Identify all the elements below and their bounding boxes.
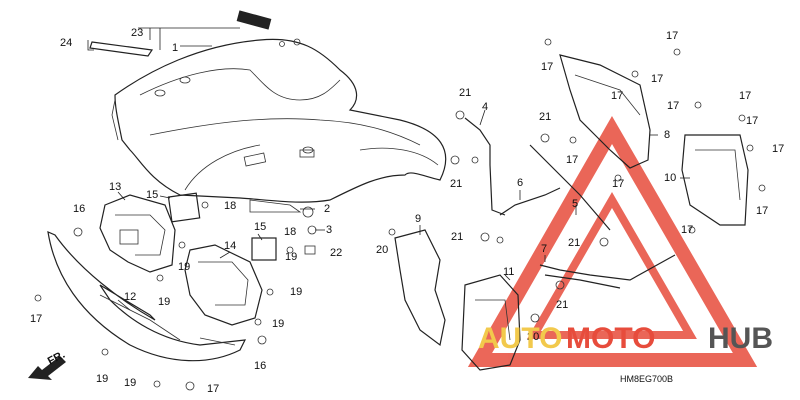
callout-9: 9	[415, 213, 421, 225]
callout-15b: 15	[254, 221, 266, 233]
callout-17e: 17	[666, 30, 678, 42]
diagram-code: HM8EG700B	[620, 374, 673, 384]
callout-19b: 19	[178, 261, 190, 273]
callout-1: 1	[172, 42, 178, 54]
callout-19g: 19	[124, 377, 136, 389]
callout-23: 23	[131, 27, 143, 39]
callout-21e: 21	[568, 237, 580, 249]
watermark-hub: HUB	[708, 322, 773, 355]
callout-19d: 19	[290, 286, 302, 298]
callout-17j: 17	[746, 115, 758, 127]
callout-labels: 1 23 24 2 3 22 13 15 18 16 14 15 18 19 1…	[30, 27, 784, 395]
leader-lines	[117, 45, 690, 311]
callout-20a: 20	[376, 244, 388, 256]
front-arrow-icon: FR.	[28, 349, 67, 380]
callout-7: 7	[541, 243, 547, 255]
fasteners	[34, 38, 766, 391]
callout-19f: 19	[96, 373, 108, 385]
callout-17f: 17	[651, 73, 663, 85]
callout-17l: 17	[756, 205, 768, 217]
callout-16b: 16	[254, 360, 266, 372]
emblem-decal	[236, 10, 272, 30]
callout-17k: 17	[772, 143, 784, 155]
callout-6: 6	[517, 177, 523, 189]
callout-11: 11	[503, 266, 514, 278]
side-bracket-9	[394, 229, 446, 347]
callout-22: 22	[330, 247, 342, 259]
side-bracket-11	[461, 274, 521, 371]
callout-17d: 17	[541, 61, 553, 73]
callout-18a: 18	[224, 200, 236, 212]
watermark-triangle-icon	[467, 115, 758, 367]
callout-17m: 17	[681, 224, 693, 236]
callout-17i: 17	[739, 90, 751, 102]
front-fender-outline	[111, 38, 447, 213]
callout-13: 13	[109, 181, 121, 193]
callout-17c: 17	[566, 154, 578, 166]
panel-10	[681, 134, 749, 226]
pad-15	[167, 192, 277, 261]
callout-8: 8	[664, 129, 670, 141]
front-bracket-14	[184, 244, 263, 326]
callout-17g: 17	[611, 90, 623, 102]
callout-20b: 20	[527, 331, 539, 343]
callout-18b: 18	[284, 226, 296, 238]
callout-17h: 17	[667, 100, 679, 112]
callout-17a: 17	[30, 313, 42, 325]
callout-10: 10	[664, 172, 676, 184]
lower-bumper-12	[47, 231, 247, 362]
callout-5: 5	[572, 198, 578, 210]
front-bracket-13	[99, 194, 176, 273]
callout-12: 12	[124, 291, 136, 303]
callout-21f: 21	[556, 299, 568, 311]
callout-21c: 21	[451, 231, 463, 243]
callout-19c: 19	[158, 296, 170, 308]
callout-2: 2	[324, 203, 330, 215]
callout-21b: 21	[450, 178, 462, 190]
callout-19e: 19	[272, 318, 284, 330]
decal-strip	[87, 10, 272, 57]
callout-17b: 17	[207, 383, 219, 395]
callout-24: 24	[60, 37, 72, 49]
mud-guard-8	[559, 54, 651, 169]
watermark-text: AUTO MOTO HUB	[478, 322, 773, 355]
callout-17n: 17	[612, 178, 624, 190]
callout-21d: 21	[539, 111, 551, 123]
watermark-auto: AUTO	[478, 322, 562, 355]
callout-15a: 15	[146, 189, 158, 201]
top-clips	[279, 38, 301, 47]
front-arrow-label: FR.	[46, 349, 67, 368]
callout-16a: 16	[73, 203, 85, 215]
callout-3: 3	[326, 224, 332, 236]
watermark-moto: MOTO	[566, 322, 655, 355]
callout-19a: 19	[285, 251, 297, 263]
callout-21a: 21	[459, 87, 471, 99]
callout-14: 14	[224, 240, 236, 252]
callout-4: 4	[482, 101, 488, 113]
brake-rods	[464, 117, 676, 289]
